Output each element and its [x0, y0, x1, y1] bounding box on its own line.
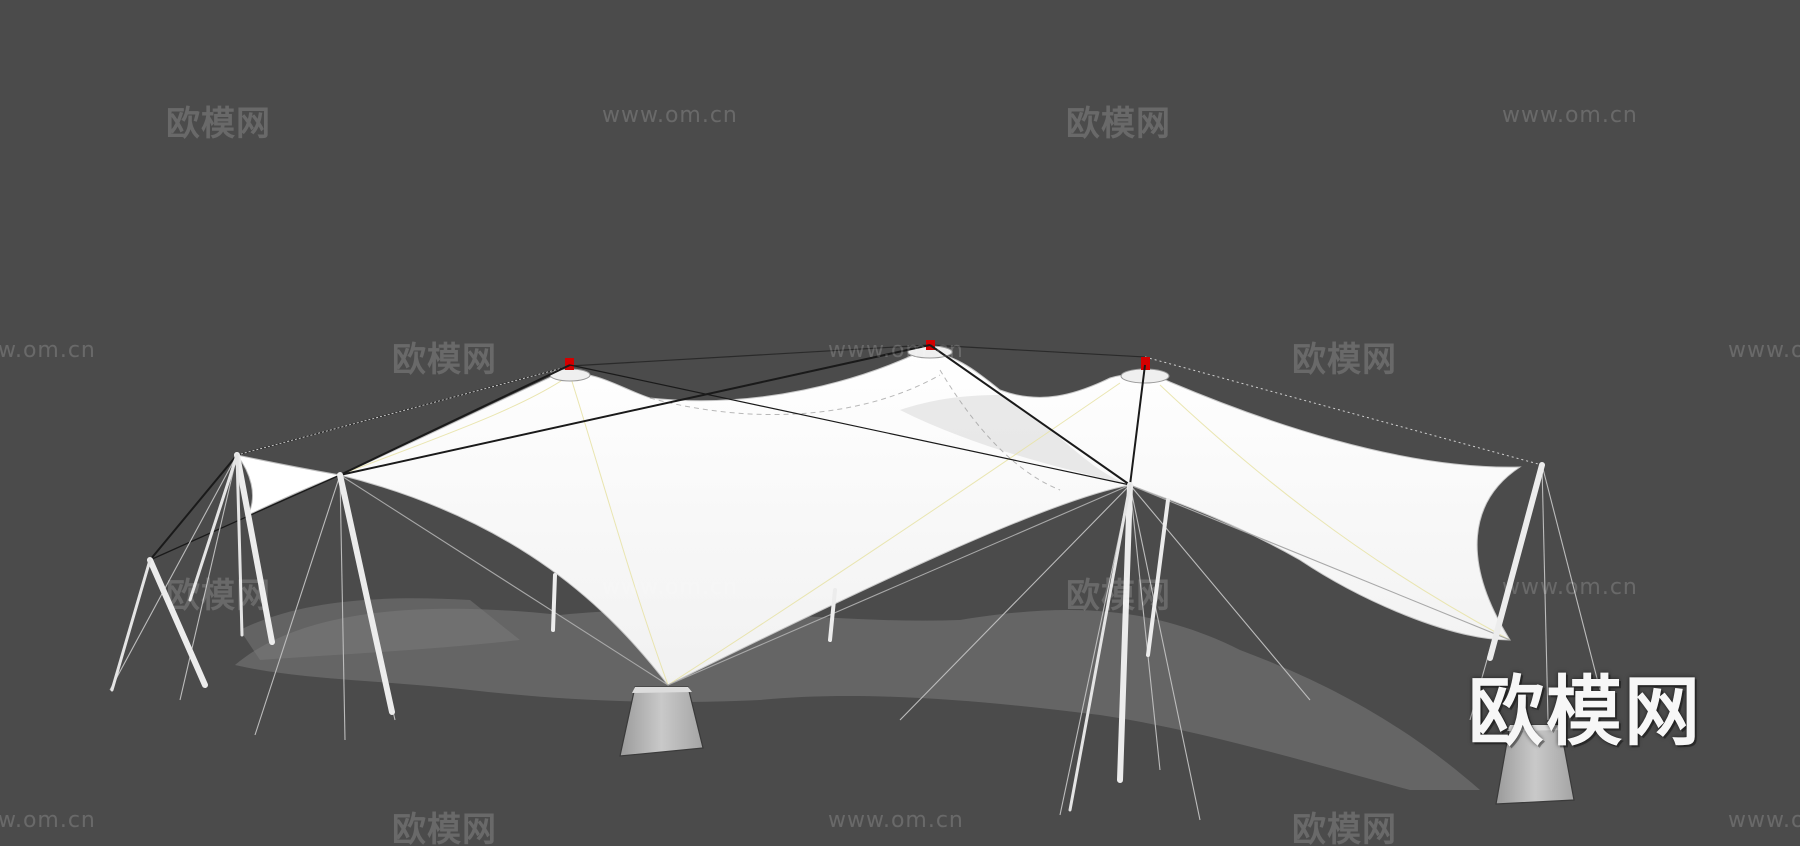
- membrane-left-wing: [235, 454, 342, 517]
- mast-back-1: [551, 573, 557, 632]
- membrane-seams: [339, 374, 1511, 686]
- ground-shadow-left: [240, 598, 520, 660]
- membrane-fold: [900, 395, 1130, 485]
- watermark-big-logo: 欧模网: [1468, 667, 1702, 756]
- mast-cap-red-3: [1141, 357, 1150, 370]
- masts: [147, 452, 1545, 783]
- mast-cap-red-1: [565, 358, 574, 370]
- mast-braces: [110, 453, 1132, 812]
- top-cables: [149, 344, 1146, 561]
- mast-far-right: [1487, 462, 1545, 661]
- footing-center: [619, 686, 704, 757]
- membrane-main: [338, 351, 1522, 686]
- mast-left-small: [234, 452, 275, 645]
- mast-left-outer: [147, 557, 208, 688]
- mast-left-main: [337, 472, 395, 715]
- mast-back-3: [1146, 498, 1170, 657]
- ground-shadow: [235, 608, 1480, 790]
- mast-back-2: [828, 588, 837, 642]
- footings: [619, 686, 1575, 805]
- membrane-seams-grey: [649, 369, 1061, 491]
- mast-center-right: [1117, 482, 1133, 783]
